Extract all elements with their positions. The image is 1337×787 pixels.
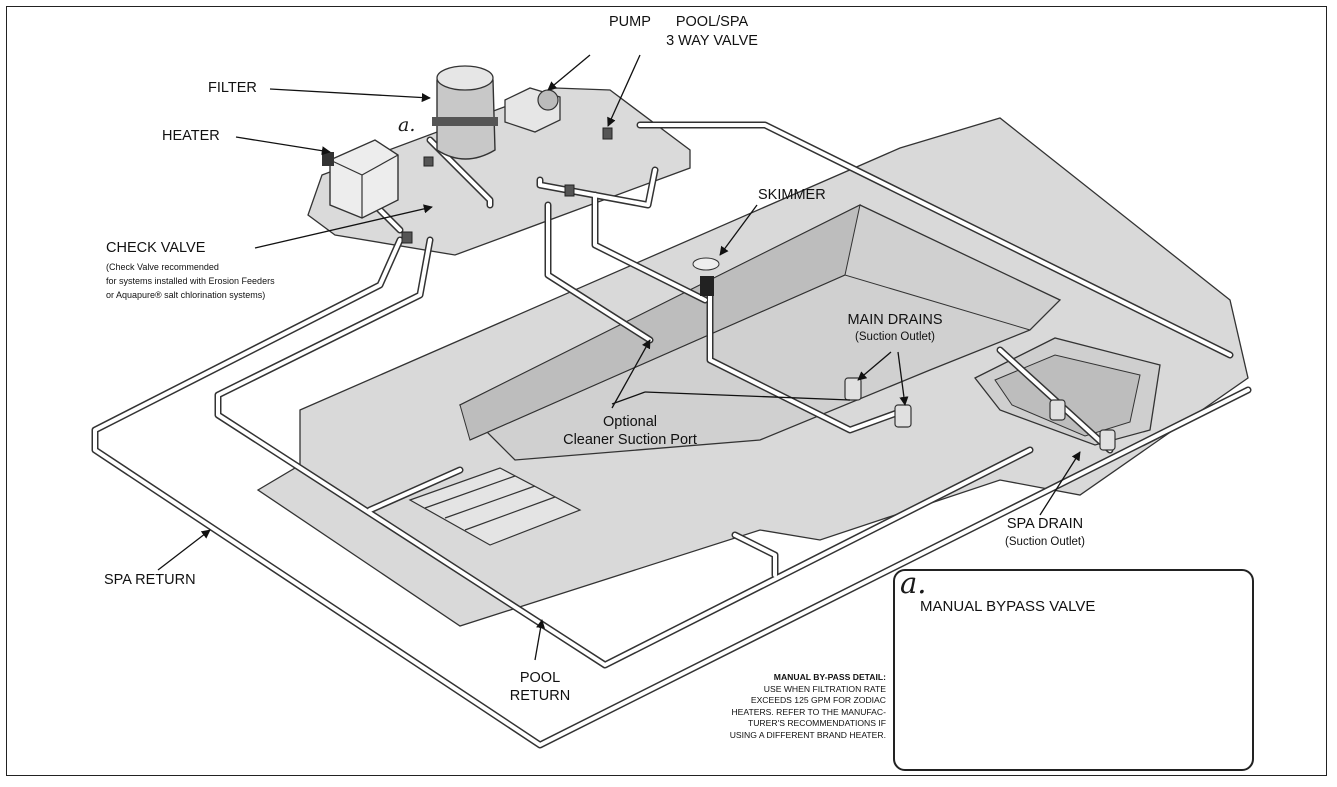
main-drain-fittings xyxy=(844,377,912,428)
spa-drain-label: SPA DRAIN xyxy=(1006,516,1084,532)
spa-return-label: SPA RETURN xyxy=(104,572,196,588)
filter-label: FILTER xyxy=(208,80,257,96)
bypass-detail-note: MANUAL BY-PASS DETAIL: USE WHEN FILTRATI… xyxy=(702,672,886,742)
bypass-detail-line4: TURER'S RECOMMENDATIONS IF xyxy=(747,718,886,729)
inset-marker: a. xyxy=(900,566,927,600)
leader-lines xyxy=(157,54,1081,661)
heater-label: HEATER xyxy=(162,128,220,144)
bypass-detail-line3: HEATERS. REFER TO THE MANUFAC- xyxy=(731,706,886,717)
skimmer-equipment xyxy=(692,257,720,296)
pool-spa-valve-label-line1: POOL/SPA xyxy=(675,14,749,30)
cleaner-port-label-line2: Cleaner Suction Port xyxy=(563,432,697,448)
pool-steps xyxy=(408,467,582,546)
check-valve-label: CHECK VALVE xyxy=(106,240,206,256)
pool-floor-edge xyxy=(469,274,1031,441)
bypass-detail-line2: EXCEEDS 125 GPM FOR ZODIAC xyxy=(750,695,886,706)
spa-drain-sub-label: (Suction Outlet) xyxy=(1005,536,1085,548)
bypass-detail-heading: MANUAL BY-PASS DETAIL: xyxy=(773,672,886,682)
pool-return-label-line1: POOL xyxy=(519,670,561,686)
valves xyxy=(401,127,613,244)
spa-drain-fittings xyxy=(1049,399,1116,451)
bypass-detail-line5: USING A DIFFERENT BRAND HEATER. xyxy=(729,729,886,740)
check-valve-note-line3: or Aquapure® salt chlorination systems) xyxy=(106,290,266,300)
main-drains-sub-label: (Suction Outlet) xyxy=(855,331,935,343)
check-valve-note-line1: (Check Valve recommended xyxy=(106,262,219,272)
bypass-detail-line1: USE WHEN FILTRATION RATE xyxy=(763,683,886,694)
main-drains-label: MAIN DRAINS xyxy=(847,312,943,328)
pool-return-label-line2: RETURN xyxy=(509,688,571,704)
pump-equipment xyxy=(504,87,561,133)
pump-label: PUMP xyxy=(609,14,651,30)
heater-equipment xyxy=(322,139,399,219)
plumbing-pipes xyxy=(91,121,1252,749)
inset-title: MANUAL BYPASS VALVE xyxy=(920,598,1096,615)
manual-bypass-inset xyxy=(893,569,1254,771)
pool-basin xyxy=(458,204,1062,461)
check-valve-note-line2: for systems installed with Erosion Feede… xyxy=(106,276,275,286)
pool-spa-valve-label-line2: 3 WAY VALVE xyxy=(666,33,758,49)
skimmer-label: SKIMMER xyxy=(758,187,826,203)
filter-equipment xyxy=(432,65,498,160)
detail-marker: a. xyxy=(398,114,416,136)
cleaner-port-label-line1: Optional xyxy=(602,414,657,430)
